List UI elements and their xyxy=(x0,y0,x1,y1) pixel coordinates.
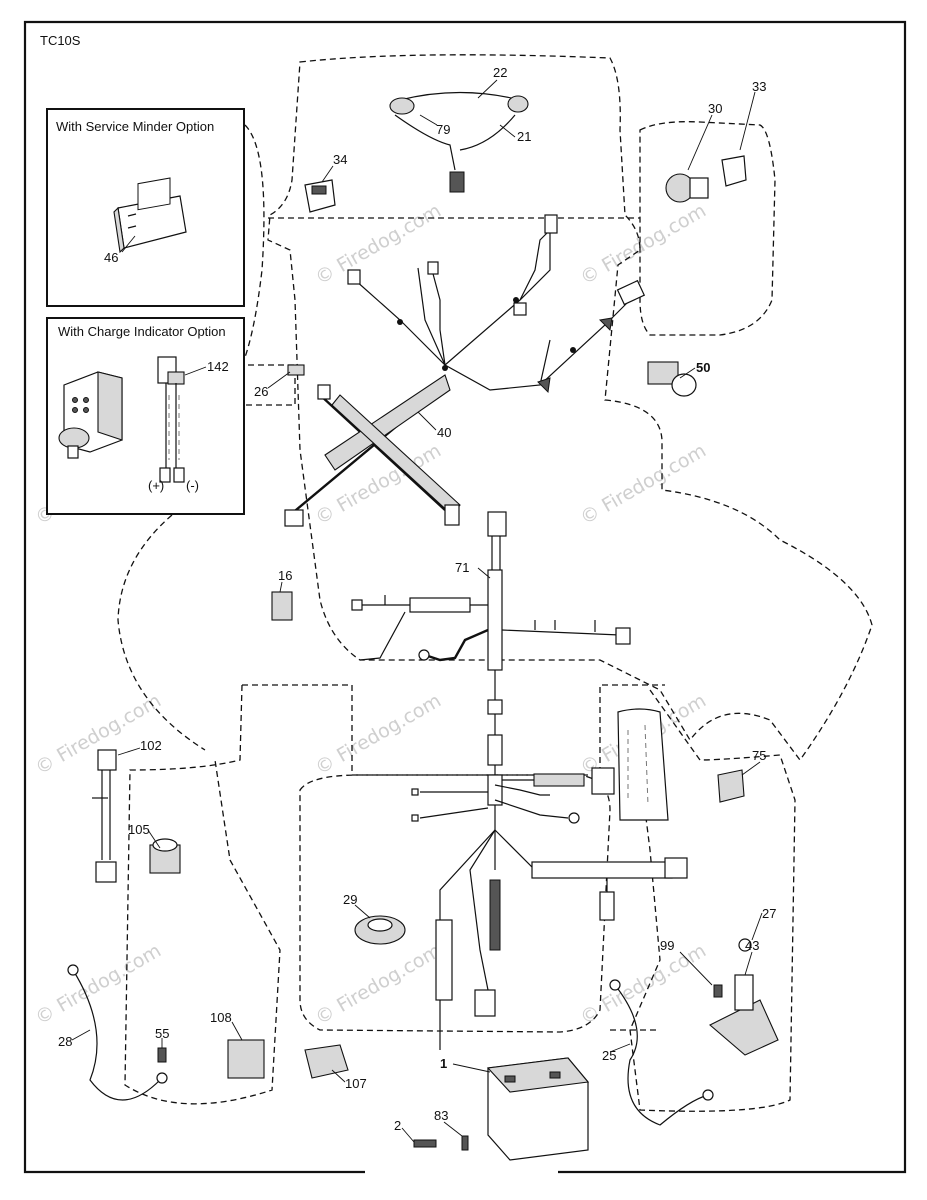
callout-21: 21 xyxy=(517,129,531,144)
upper-harness-wiring xyxy=(284,214,646,527)
page-frame xyxy=(23,20,907,1174)
cable-28 xyxy=(67,964,168,1101)
callout-30: 30 xyxy=(708,101,722,116)
callout-26: 26 xyxy=(254,384,268,399)
watermark: © Firedog.com xyxy=(312,200,445,290)
charge-indicator-option-box: With Charge Indicator Option (+) (-) xyxy=(46,317,245,515)
callout-107: 107 xyxy=(345,1076,367,1091)
callout-83: 83 xyxy=(434,1108,448,1123)
option-box-title: With Charge Indicator Option xyxy=(58,324,226,339)
switch-50 xyxy=(647,361,697,397)
watermark: © Firedog.com xyxy=(312,940,445,1030)
polarity-negative: (-) xyxy=(186,478,199,493)
charge-indicator-harness xyxy=(157,356,185,483)
solenoid-43 xyxy=(709,938,779,1056)
solenoid-105 xyxy=(149,838,181,874)
sheet-id: TC10S xyxy=(40,33,81,48)
relay-33 xyxy=(721,155,747,187)
service-minder-module xyxy=(113,177,187,254)
callout-55: 55 xyxy=(155,1026,169,1041)
option-box-title: With Service Minder Option xyxy=(56,119,214,134)
callout-40: 40 xyxy=(437,425,451,440)
bolt-2 xyxy=(413,1139,437,1148)
callout-46: 46 xyxy=(104,250,118,265)
callout-1: 1 xyxy=(440,1056,447,1071)
leader-lines xyxy=(71,79,763,1143)
callout-28: 28 xyxy=(58,1034,72,1049)
service-minder-option-box: With Service Minder Option xyxy=(46,108,245,307)
module-right xyxy=(617,708,669,821)
grommet-29 xyxy=(354,915,406,945)
callout-75: 75 xyxy=(752,748,766,763)
headlight-harness-22 xyxy=(389,91,529,193)
callout-2: 2 xyxy=(394,1118,401,1133)
switch-75 xyxy=(717,769,745,803)
callout-27: 27 xyxy=(762,906,776,921)
callout-16: 16 xyxy=(278,568,292,583)
callout-22: 22 xyxy=(493,65,507,80)
relay-16 xyxy=(271,591,293,621)
main-harness-wiring xyxy=(351,511,688,1050)
relay-108 xyxy=(227,1039,265,1079)
watermark: © Firedog.com xyxy=(577,440,710,530)
callout-34: 34 xyxy=(333,152,347,167)
callout-102: 102 xyxy=(140,738,162,753)
callout-25: 25 xyxy=(602,1048,616,1063)
module-107 xyxy=(304,1044,349,1079)
cable-25 xyxy=(609,979,714,1126)
callout-labels: 22 79 21 33 30 34 46 142 26 40 50 16 71 … xyxy=(58,65,776,1133)
callout-71: 71 xyxy=(455,560,469,575)
watermark: © Firedog.com xyxy=(32,940,165,1030)
callout-108: 108 xyxy=(210,1010,232,1025)
callout-142: 142 xyxy=(207,359,229,374)
ignition-switch-30 xyxy=(665,173,709,203)
callout-79: 79 xyxy=(436,122,450,137)
fuse-holder-102 xyxy=(92,749,117,883)
battery-1 xyxy=(486,1057,590,1161)
nut-83 xyxy=(461,1135,469,1151)
callout-50: 50 xyxy=(696,360,710,375)
bolt-55 xyxy=(157,1047,167,1063)
callout-29: 29 xyxy=(343,892,357,907)
callout-43: 43 xyxy=(745,938,759,953)
callout-99: 99 xyxy=(660,938,674,953)
switch-34 xyxy=(304,179,336,213)
callout-33: 33 xyxy=(752,79,766,94)
watermark: © Firedog.com xyxy=(312,690,445,780)
watermark: © Firedog.com xyxy=(577,200,710,290)
charge-indicator-gauge xyxy=(58,371,123,459)
polarity-positive: (+) xyxy=(148,478,164,493)
callout-105: 105 xyxy=(128,822,150,837)
